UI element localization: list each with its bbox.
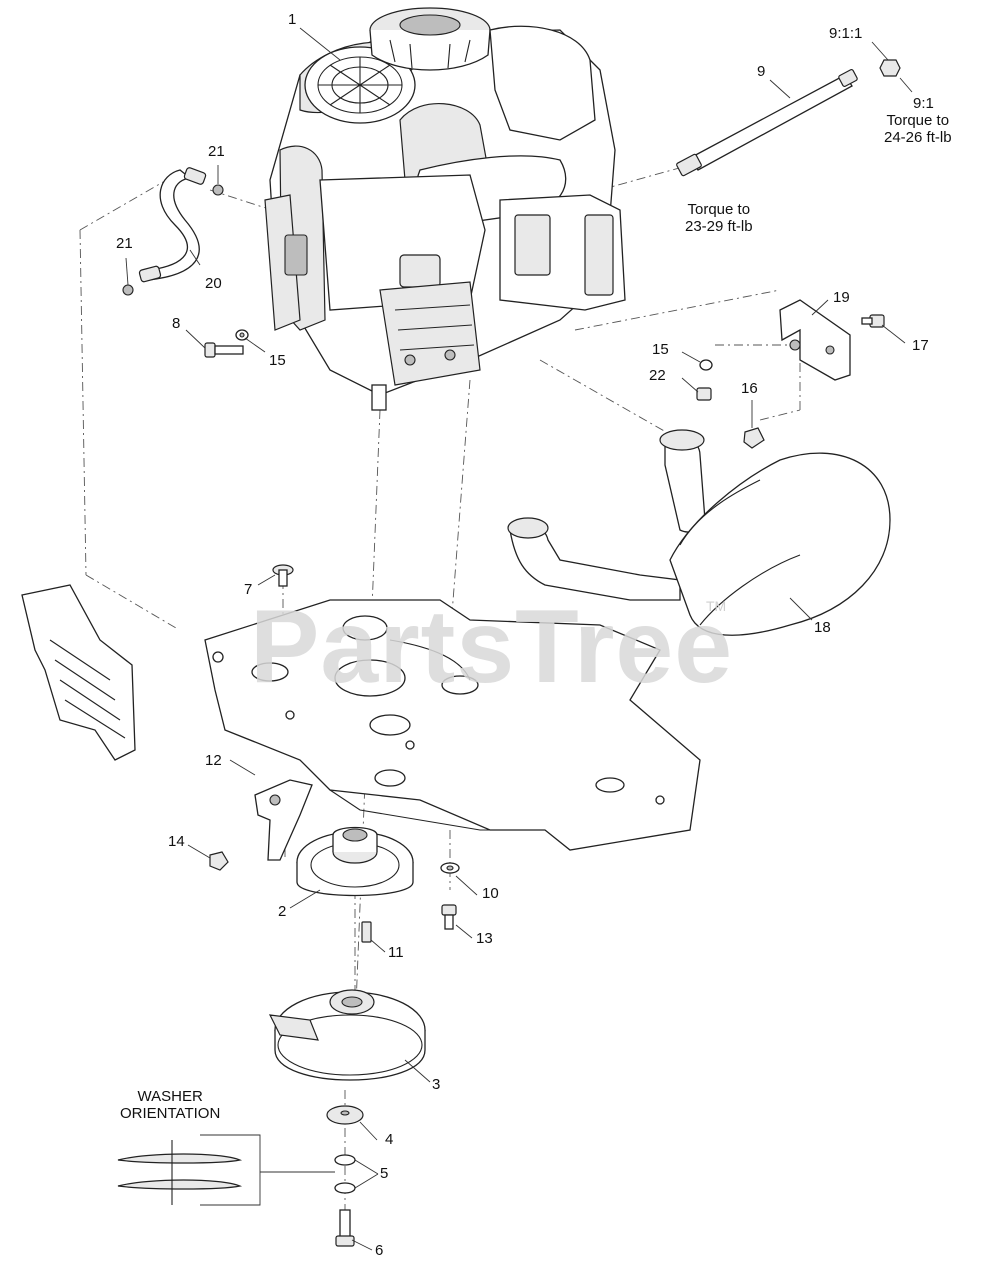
- callout-15-right: 15: [652, 341, 669, 358]
- torque-note-9-line2: 23-29 ft-lb: [685, 218, 753, 236]
- deck-mounting-plate: [204, 599, 701, 851]
- fuel-pipe-assembly: [676, 59, 901, 177]
- engine-assembly: [264, 7, 626, 411]
- washer-orientation-line1: WASHER: [137, 1088, 203, 1105]
- air-cleaner-cover: [369, 7, 491, 71]
- callout-1: 1: [288, 11, 297, 28]
- bolt-17: [861, 314, 885, 328]
- muffler-18: [507, 429, 891, 636]
- callout-7: 7: [244, 581, 253, 598]
- washer-4: [326, 1105, 364, 1125]
- torque-note-9-1-line1: Torque to: [886, 112, 950, 129]
- callout-19: 19: [833, 289, 850, 306]
- washer-10: [440, 862, 460, 874]
- torque-note-9-1-line2: 24-26 ft-lb: [884, 129, 952, 147]
- bracket-12: [254, 779, 313, 861]
- engine-fan-grille: [304, 46, 416, 124]
- callout-16: 16: [741, 380, 758, 397]
- callout-17: 17: [912, 337, 929, 354]
- pin-7: [272, 564, 294, 587]
- side-shield: [21, 584, 136, 761]
- callout-3: 3: [432, 1076, 441, 1093]
- callout-22: 22: [649, 367, 666, 384]
- washer-orientation-label: WASHER ORIENTATION: [120, 1088, 220, 1123]
- callout-10: 10: [482, 885, 499, 902]
- key-11: [361, 921, 372, 943]
- watermark-text: PartsTree: [250, 589, 734, 705]
- fuel-line-assembly: [122, 167, 224, 296]
- torque-note-9-1: Torque to 24-26 ft-lb: [884, 112, 952, 147]
- callout-13: 13: [476, 930, 493, 947]
- watermark-trademark: TM: [706, 598, 727, 614]
- nut-14: [209, 851, 229, 871]
- callout-6: 6: [375, 1242, 384, 1259]
- bolt-22: [696, 387, 712, 401]
- washer-15-left: [235, 329, 249, 341]
- washer-orientation-line2: ORIENTATION: [120, 1105, 221, 1123]
- callout-11: 11: [388, 944, 404, 961]
- callout-4: 4: [385, 1131, 394, 1148]
- washer-15-right: [699, 359, 713, 371]
- clutch-3: [268, 989, 426, 1081]
- leader-lines: [125, 27, 913, 1251]
- callout-5: 5: [380, 1165, 389, 1182]
- nut-16: [743, 427, 765, 449]
- callout-15-left: 15: [269, 352, 286, 369]
- muffler-bracket-19: [779, 299, 851, 381]
- callout-8: 8: [172, 315, 181, 332]
- callout-21-top: 21: [208, 143, 225, 160]
- bolt-13: [441, 904, 457, 930]
- callout-12: 12: [205, 752, 222, 769]
- washer-orientation-inset: [117, 1134, 335, 1206]
- bolt-6: [335, 1209, 355, 1247]
- callout-20: 20: [205, 275, 222, 292]
- bolt-8: [204, 342, 244, 358]
- torque-note-9-line1: Torque to: [687, 201, 751, 218]
- callout-21-left: 21: [116, 235, 133, 252]
- callout-9-1-1: 9:1:1: [829, 25, 863, 42]
- callout-14: 14: [168, 833, 185, 850]
- callout-18: 18: [814, 619, 831, 636]
- pulley-2: [296, 826, 414, 897]
- callout-9-1: 9:1: [913, 95, 934, 112]
- callout-9: 9: [757, 63, 766, 80]
- torque-note-9: Torque to 23-29 ft-lb: [685, 201, 753, 236]
- callout-2: 2: [278, 903, 287, 920]
